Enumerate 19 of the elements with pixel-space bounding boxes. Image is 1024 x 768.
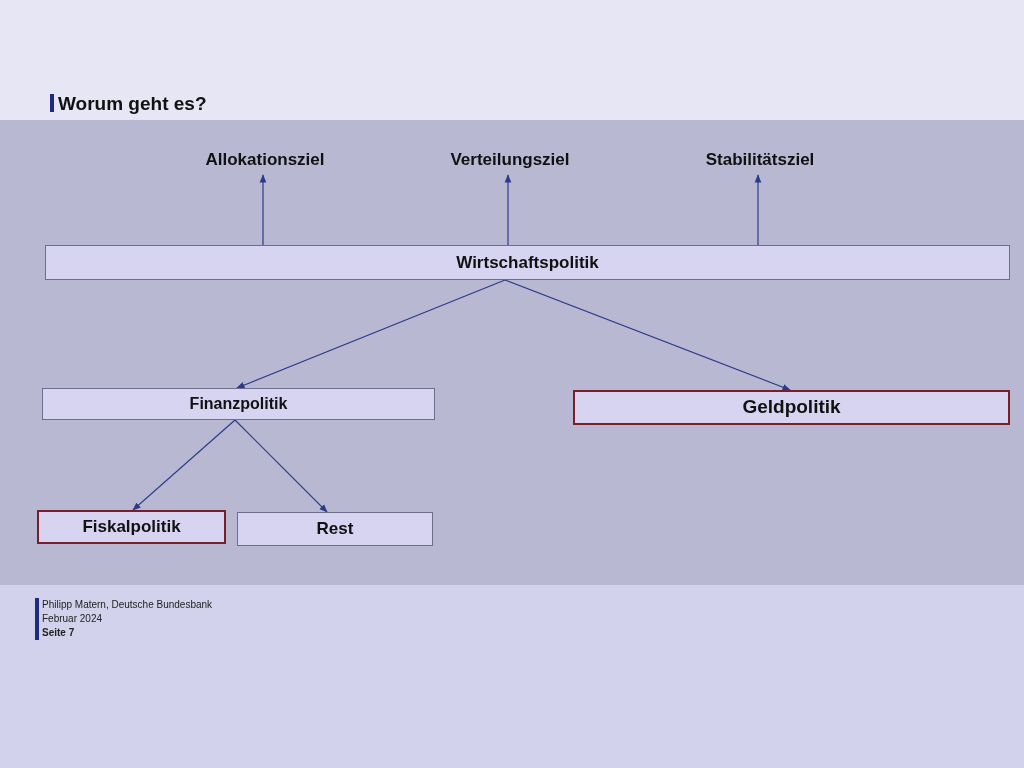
arrow	[259, 174, 267, 246]
arrow	[132, 419, 236, 511]
arrow	[504, 279, 791, 391]
goal-label: Verteilungsziel	[430, 145, 590, 175]
arrow	[754, 174, 762, 246]
footer-text: Februar 2024	[42, 612, 104, 626]
arrow	[504, 174, 512, 246]
policy-box: Rest	[237, 512, 433, 546]
arrow	[234, 419, 328, 513]
policy-box: Geldpolitik	[573, 390, 1010, 425]
policy-box: Fiskalpolitik	[37, 510, 226, 544]
goal-label: Allokationsziel	[190, 145, 340, 175]
slide-title: Worum geht es?	[58, 92, 207, 116]
policy-box: Wirtschaftspolitik	[45, 245, 1010, 280]
goal-label: Stabilitätsziel	[680, 145, 840, 175]
arrow	[236, 279, 506, 389]
footer-text: Philipp Matern, Deutsche Bundesbank	[42, 598, 213, 612]
policy-box: Finanzpolitik	[42, 388, 435, 420]
footer-text: Seite 7	[42, 626, 76, 640]
